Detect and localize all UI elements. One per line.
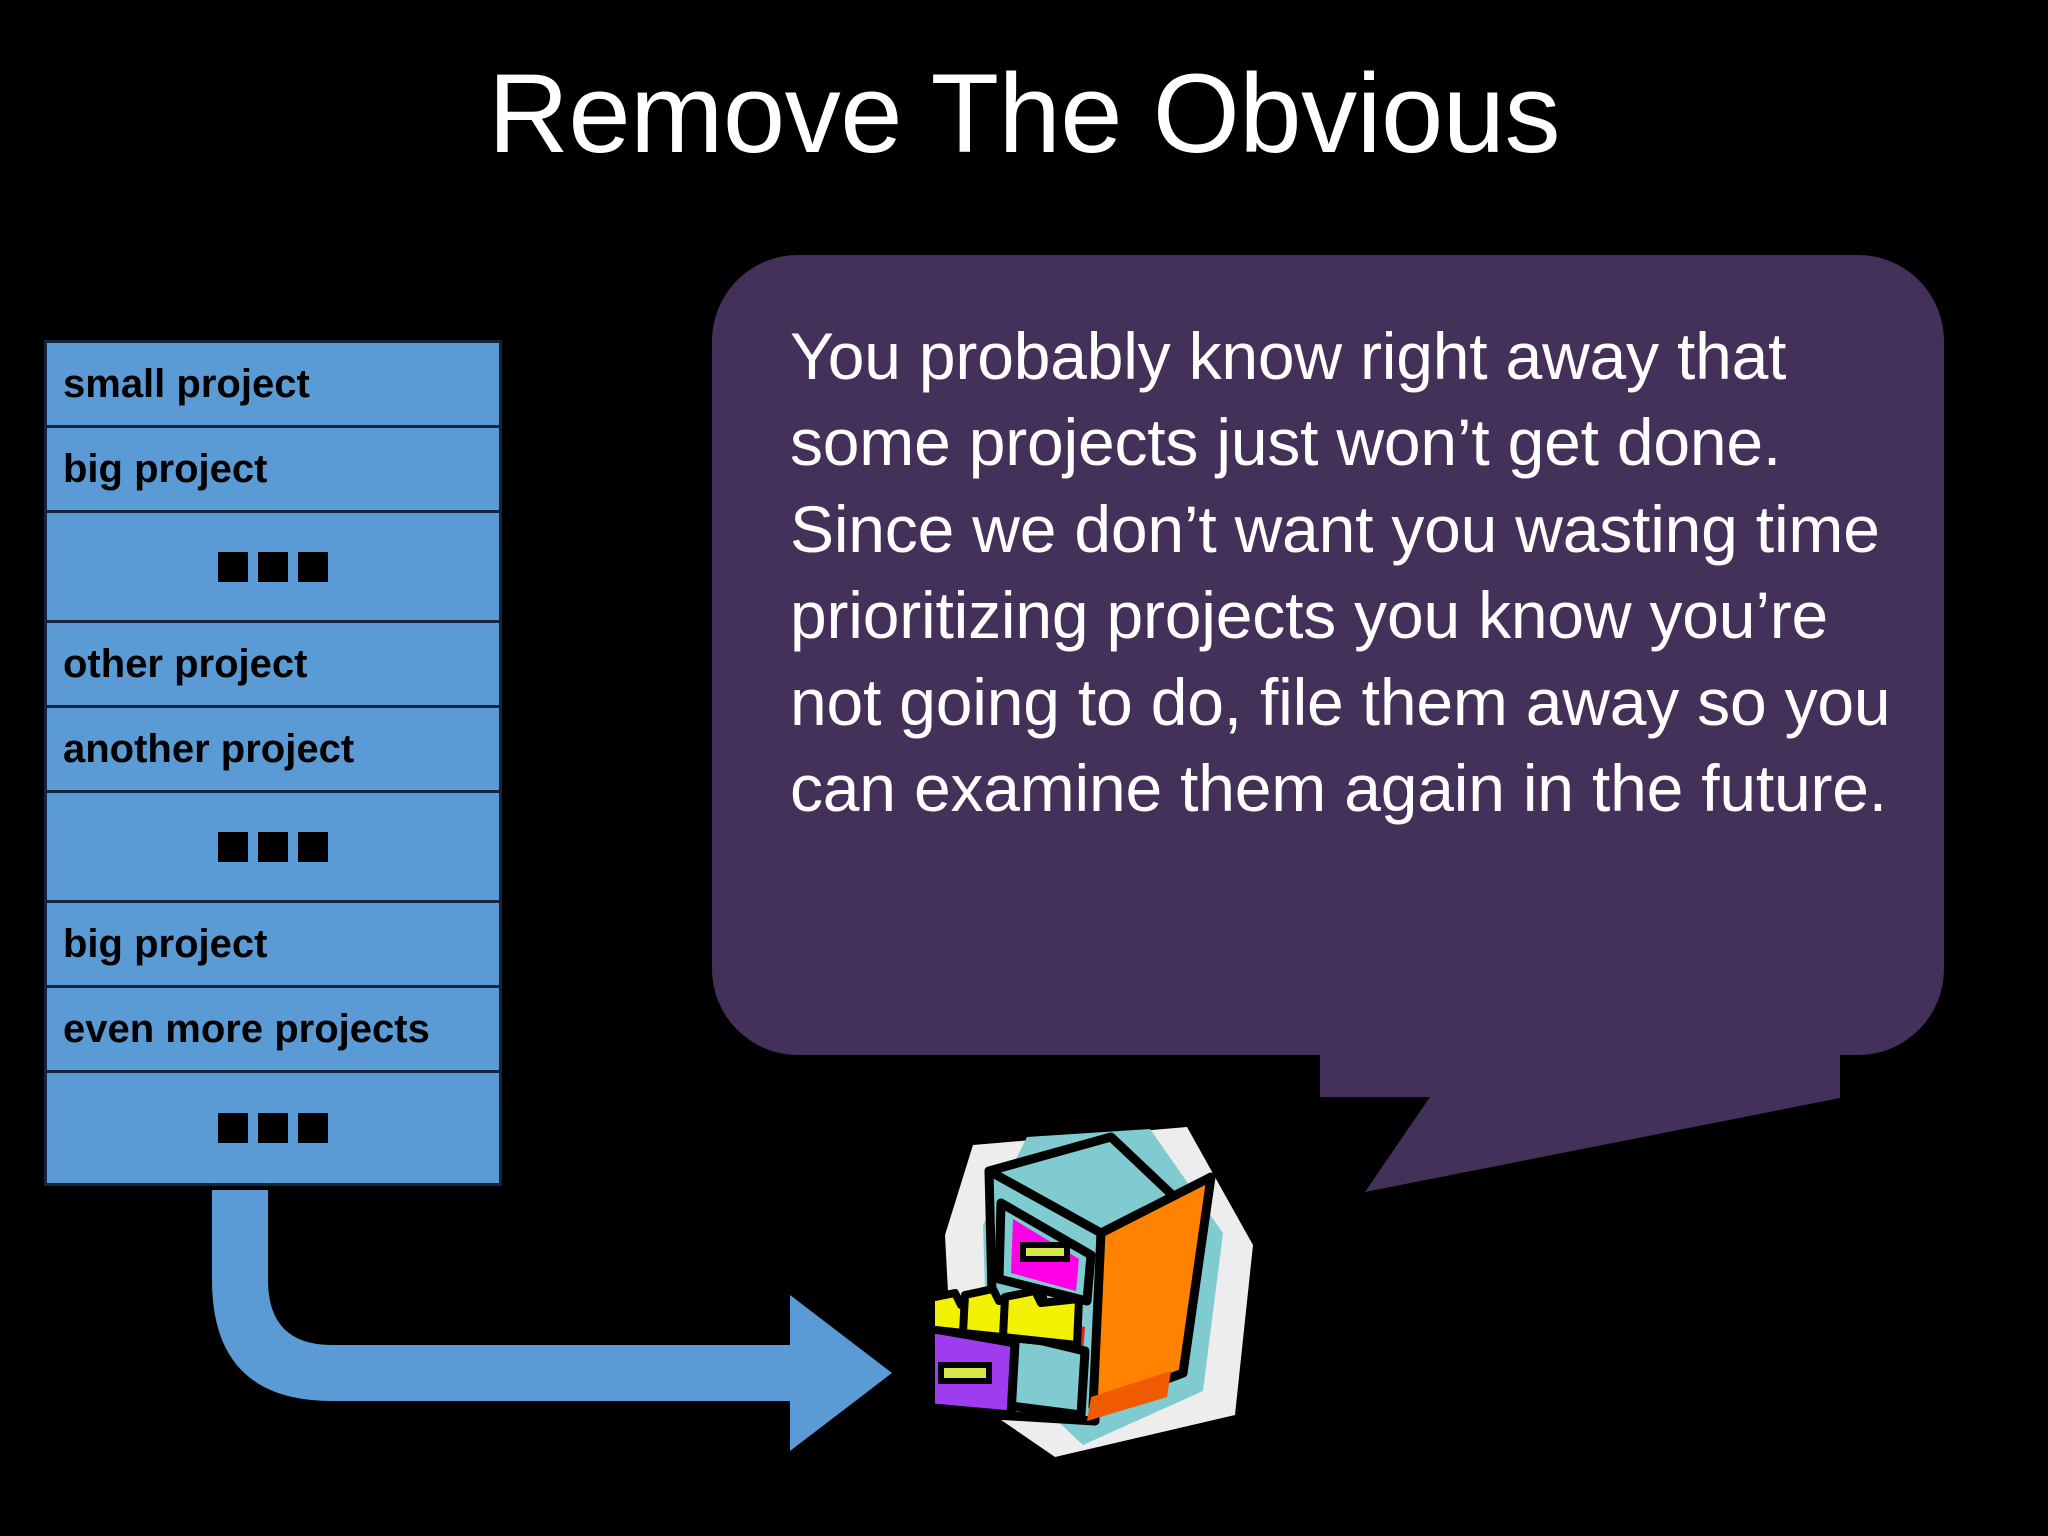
speech-bubble-tail xyxy=(1320,1040,1840,1192)
ellipsis-icon xyxy=(218,551,328,582)
flow-arrow-icon xyxy=(212,1190,892,1451)
ellipsis-icon xyxy=(218,1113,328,1143)
project-list: small project big project other project … xyxy=(44,340,502,1186)
ellipsis-icon xyxy=(218,831,328,862)
list-item-ellipsis xyxy=(47,513,499,623)
list-item[interactable]: big project xyxy=(47,903,499,988)
list-item-ellipsis xyxy=(47,1073,499,1183)
list-item[interactable]: small project xyxy=(47,343,499,428)
speech-bubble: You probably know right away that some p… xyxy=(712,255,1944,1055)
list-item-ellipsis xyxy=(47,793,499,903)
list-item-label: another project xyxy=(63,727,355,771)
list-item-label: big project xyxy=(63,922,268,966)
list-item[interactable]: big project xyxy=(47,428,499,513)
list-item-label: big project xyxy=(63,447,268,491)
list-item[interactable]: even more projects xyxy=(47,988,499,1073)
page-title: Remove The Obvious xyxy=(487,51,1561,176)
filing-cabinet-icon xyxy=(935,1127,1253,1457)
list-item-label: even more projects xyxy=(63,1007,430,1051)
list-item-label: other project xyxy=(63,642,308,686)
list-item[interactable]: another project xyxy=(47,708,499,793)
list-item[interactable]: other project xyxy=(47,623,499,708)
speech-bubble-text: You probably know right away that some p… xyxy=(790,319,1891,826)
list-item-label: small project xyxy=(63,362,310,406)
